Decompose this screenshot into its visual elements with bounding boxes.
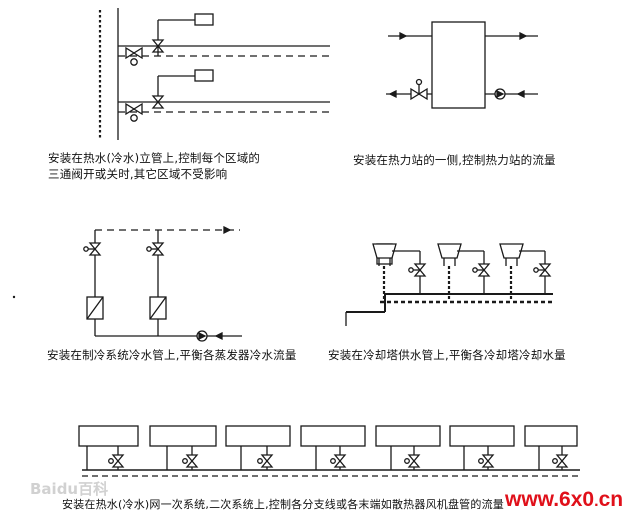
network-terminal-6 — [449, 425, 515, 470]
caption-riser-line1: 安装在热水(冷水)立管上,控制每个区域的 — [48, 151, 261, 165]
caption-riser-line2: 三通阀开或关时,其它区域不受影响 — [48, 167, 228, 181]
network-terminal-5 — [375, 425, 441, 470]
network-terminal-2 — [149, 425, 217, 470]
caption-chiller: 安装在制冷系统冷水管上,平衡各蒸发器冷水流量 — [47, 348, 297, 362]
watermark-6x0: www.6x0.cn — [505, 488, 623, 512]
chiller-diagram — [83, 225, 242, 342]
heat-station-diagram — [386, 21, 538, 109]
network-terminal-7 — [524, 425, 578, 470]
watermark-tld: cn — [598, 488, 624, 511]
cooling-tower-diagram — [345, 243, 553, 326]
caption-heat-station: 安装在热力站的一侧,控制热力站的流量 — [353, 153, 556, 167]
stray-dot — [12, 295, 16, 299]
network-terminal-4 — [300, 425, 366, 470]
heat-station-box — [431, 21, 486, 109]
cooling-tower-3 — [499, 243, 524, 259]
caption-cooling-tower: 安装在冷却塔供水管上,平衡各冷却塔冷却水量 — [328, 348, 566, 362]
network-diagram — [78, 425, 580, 477]
cooling-tower-2 — [437, 243, 462, 259]
watermark-baidu: Baidu百科 — [30, 480, 109, 498]
watermark-main: www.6x0 — [505, 488, 595, 511]
upper-radiator — [194, 13, 214, 26]
network-terminal-1 — [78, 425, 139, 470]
lower-radiator — [194, 69, 214, 82]
riser-diagram — [98, 8, 330, 140]
caption-network: 安装在热水(冷水)网一次系统,二次系统上,控制各分支线或各末端如散热器风机盘管的… — [62, 498, 504, 511]
watermark-dot: . — [594, 493, 599, 510]
network-terminal-3 — [225, 425, 291, 470]
